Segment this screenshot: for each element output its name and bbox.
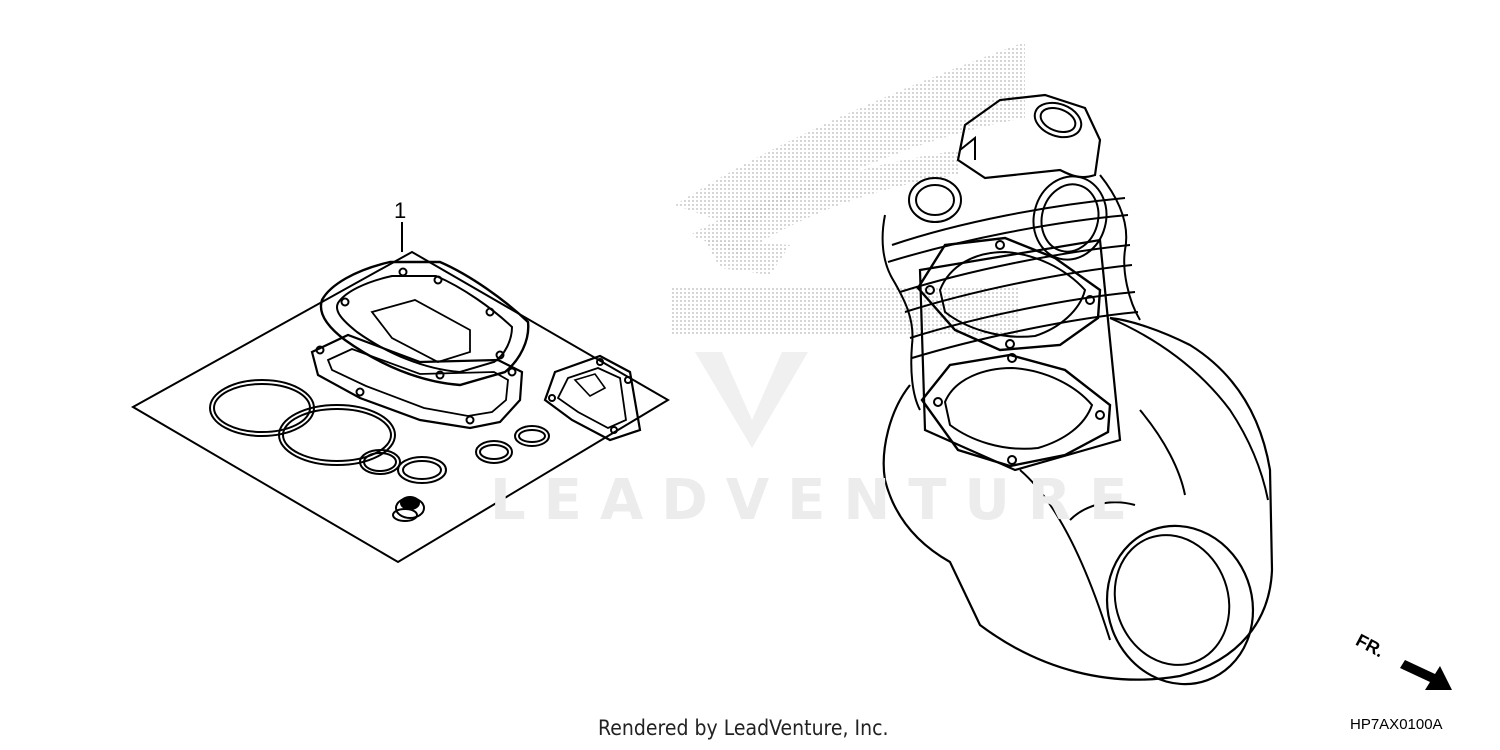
o-ring-small-2 bbox=[397, 456, 447, 484]
arrow-down-right-icon bbox=[1400, 660, 1452, 690]
honda-wing-logo bbox=[670, 42, 1025, 336]
gasket-sheet bbox=[130, 250, 670, 564]
leadventure-logo-mark bbox=[695, 352, 808, 448]
flange-gasket bbox=[543, 354, 642, 442]
cylinder-base-gasket bbox=[920, 353, 1112, 468]
head-gasket bbox=[916, 236, 1102, 352]
gasket-kit bbox=[130, 222, 670, 564]
cover-gasket bbox=[319, 260, 530, 387]
o-ring-small-1 bbox=[359, 449, 401, 475]
base-gasket bbox=[310, 333, 524, 430]
o-ring-small-4 bbox=[514, 425, 550, 447]
callout-label-1: 1 bbox=[394, 198, 407, 223]
grommet bbox=[392, 496, 425, 522]
leadventure-watermark: LEADVENTURE bbox=[490, 468, 1146, 533]
o-ring-small-3 bbox=[475, 440, 513, 464]
o-ring-large-2 bbox=[278, 404, 396, 466]
o-ring-large-1 bbox=[209, 379, 315, 437]
crankcase-cover bbox=[1105, 524, 1255, 686]
exhaust-port bbox=[908, 177, 962, 223]
engine-illustration bbox=[881, 93, 1274, 686]
render-credit: Rendered by LeadVenture, Inc. bbox=[598, 716, 889, 740]
intake-port bbox=[1032, 175, 1108, 261]
diagram-reference-code: HP7AX0100A bbox=[1350, 716, 1443, 733]
